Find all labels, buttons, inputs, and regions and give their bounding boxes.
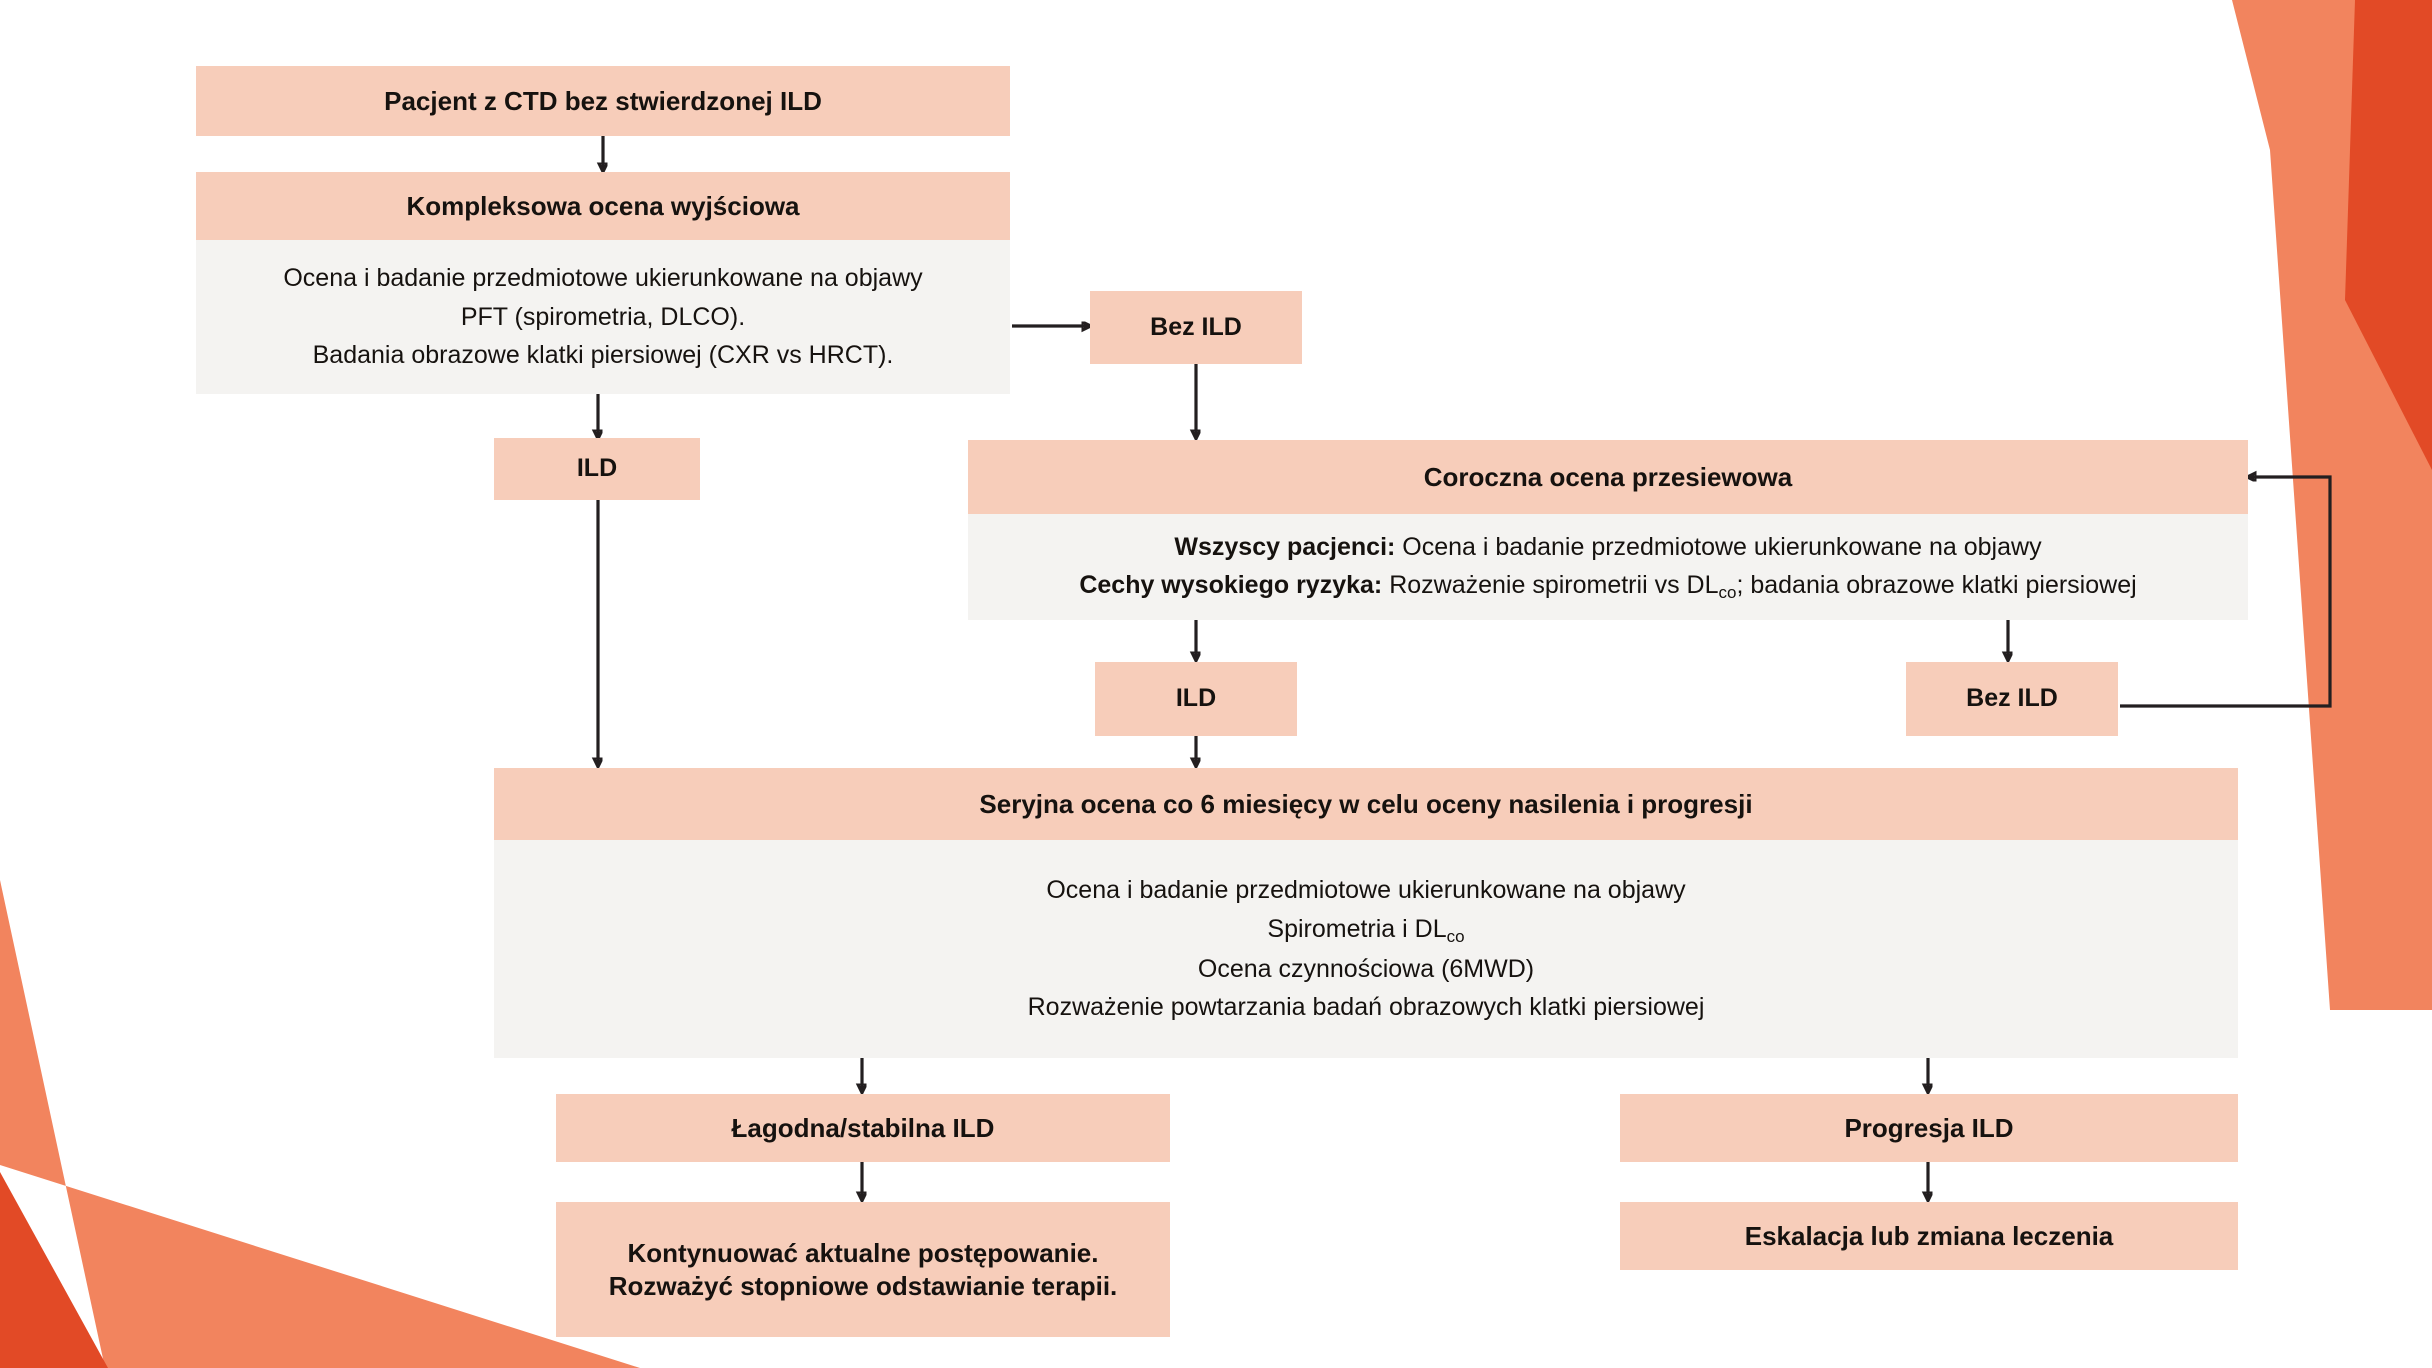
mild-action-line-2: Rozważyć stopniowe odstawianie terapii.: [608, 1270, 1118, 1301]
node-annual-no-ild-label: Bez ILD: [1966, 684, 2058, 713]
node-serial-title: Seryjna ocena co 6 miesięcy w celu oceny…: [979, 788, 1753, 819]
annual-row-1-lead: Wszyscy pacjenci:: [1174, 532, 1396, 561]
node-start[interactable]: Pacjent z CTD bez stwierdzonej ILD: [196, 66, 1010, 136]
node-outcome-mild-label: Łagodna/stabilna ILD: [731, 1112, 995, 1143]
node-start-label: Pacjent z CTD bez stwierdzonej ILD: [384, 85, 822, 116]
annual-row-1: Wszyscy pacjenci: Ocena i badanie przedm…: [984, 528, 2232, 567]
node-baseline-header[interactable]: Kompleksowa ocena wyjściowa: [196, 172, 1010, 240]
baseline-line-2: PFT (spirometria, DLCO).: [460, 302, 746, 331]
annual-row-2-subscript: co: [1718, 583, 1737, 603]
node-baseline-body: Ocena i badanie przedmiotowe ukierunkowa…: [196, 240, 1010, 394]
node-annual-ild[interactable]: ILD: [1095, 662, 1297, 736]
node-outcome-mild-action[interactable]: Kontynuować aktualne postępowanie. Rozwa…: [556, 1202, 1170, 1337]
node-annual-no-ild[interactable]: Bez ILD: [1906, 662, 2118, 736]
node-annual-header[interactable]: Coroczna ocena przesiewowa: [968, 440, 2248, 514]
annual-row-2-rest-a: Rozważenie spirometrii vs DL: [1382, 571, 1719, 600]
node-serial-header[interactable]: Seryjna ocena co 6 miesięcy w celu oceny…: [494, 768, 2238, 840]
annual-row-2-rest-b: ; badania obrazowe klatki piersiowej: [1736, 571, 2137, 600]
annual-row-2: Cechy wysokiego ryzyka: Rozważenie spiro…: [984, 566, 2232, 606]
serial-line-4: Rozważenie powtarzania badań obrazowych …: [1027, 993, 1705, 1022]
deco-bottom-left-red: [0, 1172, 108, 1368]
node-baseline-title: Kompleksowa ocena wyjściowa: [406, 190, 800, 221]
serial-line-2: Spirometria i DLco: [510, 910, 2222, 950]
annual-row-1-rest: Ocena i badanie przedmiotowe ukierunkowa…: [1395, 532, 2042, 561]
baseline-line-3: Badania obrazowe klatki piersiowej (CXR …: [312, 341, 894, 370]
node-outcome-progression-label: Progresja ILD: [1844, 1112, 2014, 1143]
node-serial-body: Ocena i badanie przedmiotowe ukierunkowa…: [494, 840, 2238, 1058]
deco-top-right-salmon: [2232, 0, 2432, 1010]
serial-line-2-subscript: co: [1446, 926, 1465, 946]
serial-line-1: Ocena i badanie przedmiotowe ukierunkowa…: [1046, 875, 1686, 904]
serial-line-3: Ocena czynnościowa (6MWD): [1197, 954, 1535, 983]
deco-top-right-red: [2345, 0, 2432, 470]
progression-action-label: Eskalacja lub zmiana leczenia: [1744, 1220, 2114, 1251]
node-outcome-progression[interactable]: Progresja ILD: [1620, 1094, 2238, 1162]
node-outcome-mild[interactable]: Łagodna/stabilna ILD: [556, 1094, 1170, 1162]
baseline-line-1: Ocena i badanie przedmiotowe ukierunkowa…: [283, 263, 923, 292]
node-annual-ild-label: ILD: [1175, 684, 1217, 713]
node-baseline-ild-label: ILD: [576, 454, 618, 483]
node-outcome-progression-action[interactable]: Eskalacja lub zmiana leczenia: [1620, 1202, 2238, 1270]
node-annual-title: Coroczna ocena przesiewowa: [1423, 461, 1793, 492]
annual-row-2-lead: Cechy wysokiego ryzyka:: [1079, 571, 1383, 600]
node-annual-body: Wszyscy pacjenci: Ocena i badanie przedm…: [968, 514, 2248, 620]
node-baseline-ild[interactable]: ILD: [494, 438, 700, 500]
node-baseline-no-ild[interactable]: Bez ILD: [1090, 291, 1302, 364]
mild-action-line-1: Kontynuować aktualne postępowanie.: [627, 1238, 1099, 1268]
serial-line-2-text: Spirometria i DL: [1267, 914, 1447, 943]
node-baseline-no-ild-label: Bez ILD: [1150, 312, 1242, 341]
